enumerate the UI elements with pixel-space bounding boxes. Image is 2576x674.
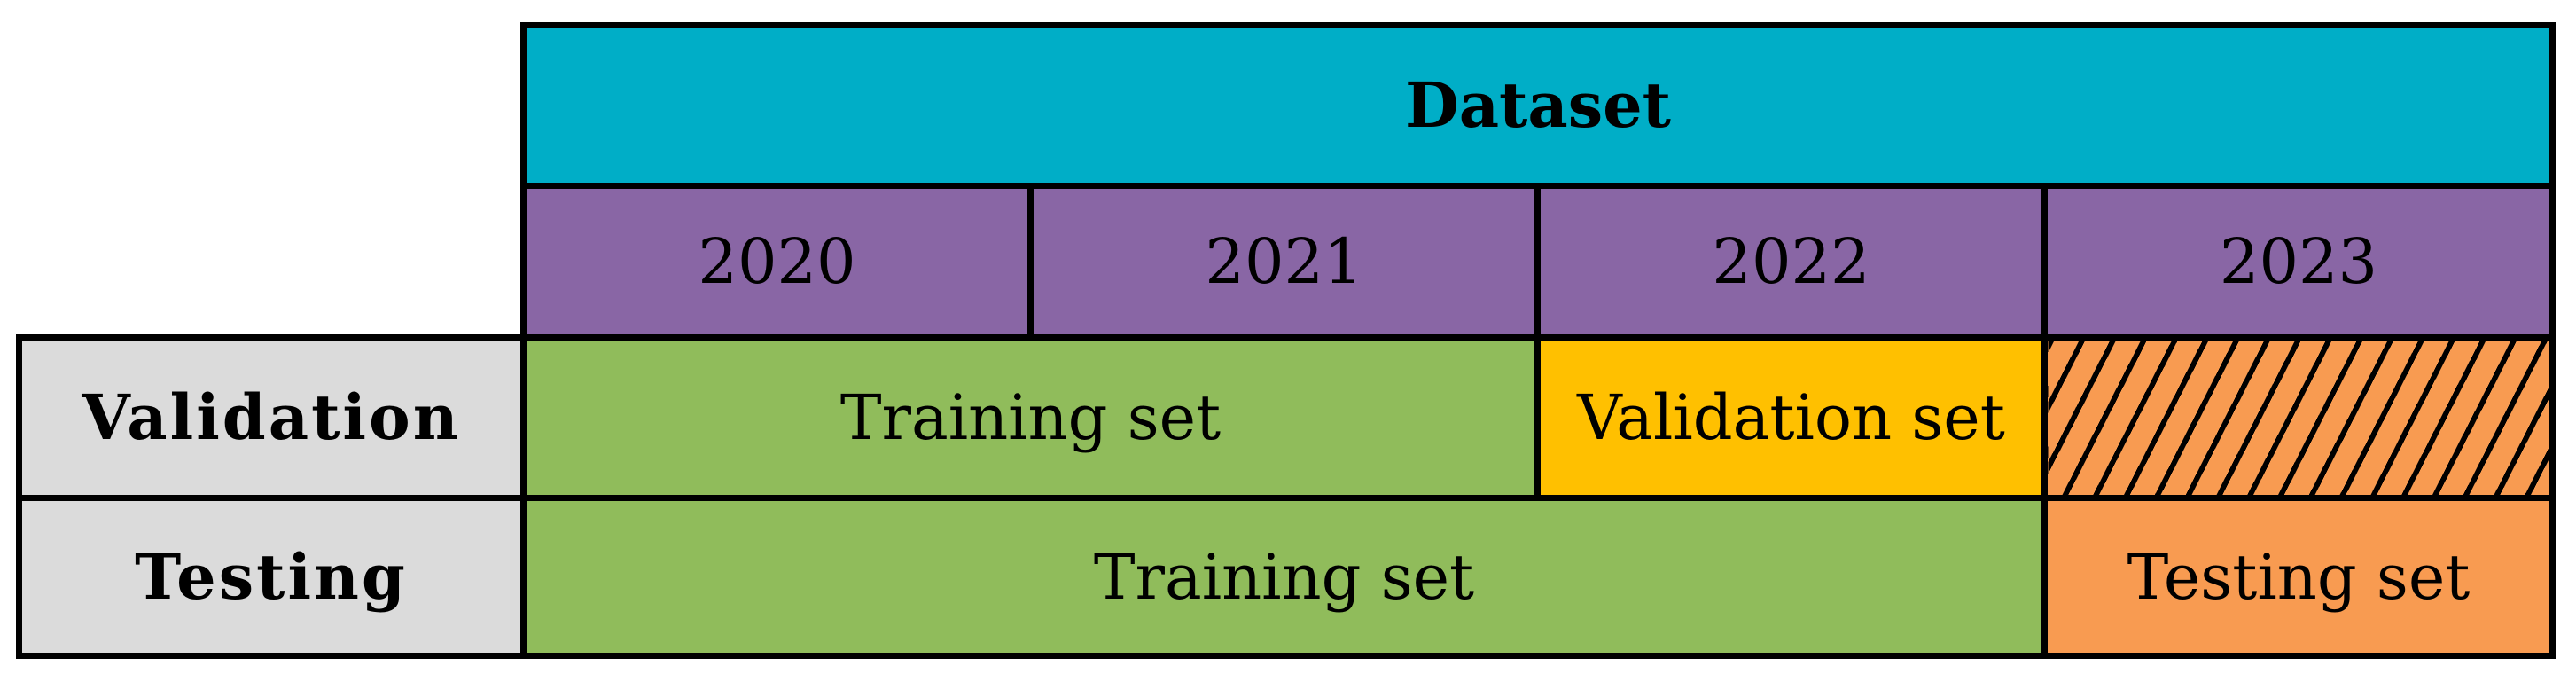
validation-row-label: Validation	[16, 334, 527, 501]
top-left-spacer	[20, 26, 524, 186]
validation-row: Validation Training set Validation set	[16, 334, 2556, 501]
validation-set-cell: Validation set	[1534, 334, 2048, 501]
year-cell-2023: 2023	[2041, 183, 2556, 341]
testing-set-cell: Testing set	[2041, 495, 2556, 659]
dataset-split-table: Dataset 2020 2021 2022 2023 Validation T…	[16, 22, 2556, 659]
header-row: Dataset	[20, 22, 2556, 189]
years-row-spacer	[20, 186, 524, 338]
year-cell-2021: 2021	[1027, 183, 1541, 341]
year-cell-2020: 2020	[520, 183, 1034, 341]
validation-row-unused-hatched-cell	[2041, 334, 2556, 501]
validation-row-training-set-cell: Training set	[520, 334, 1541, 501]
testing-row: Testing Training set Testing set	[16, 495, 2556, 659]
testing-row-label: Testing	[16, 495, 527, 659]
dataset-split-figure: Dataset 2020 2021 2022 2023 Validation T…	[16, 22, 2556, 659]
year-cell-2022: 2022	[1534, 183, 2048, 341]
testing-row-training-set-cell: Training set	[520, 495, 2048, 659]
years-row: 2020 2021 2022 2023	[20, 183, 2556, 341]
dataset-header-cell: Dataset	[520, 22, 2556, 189]
